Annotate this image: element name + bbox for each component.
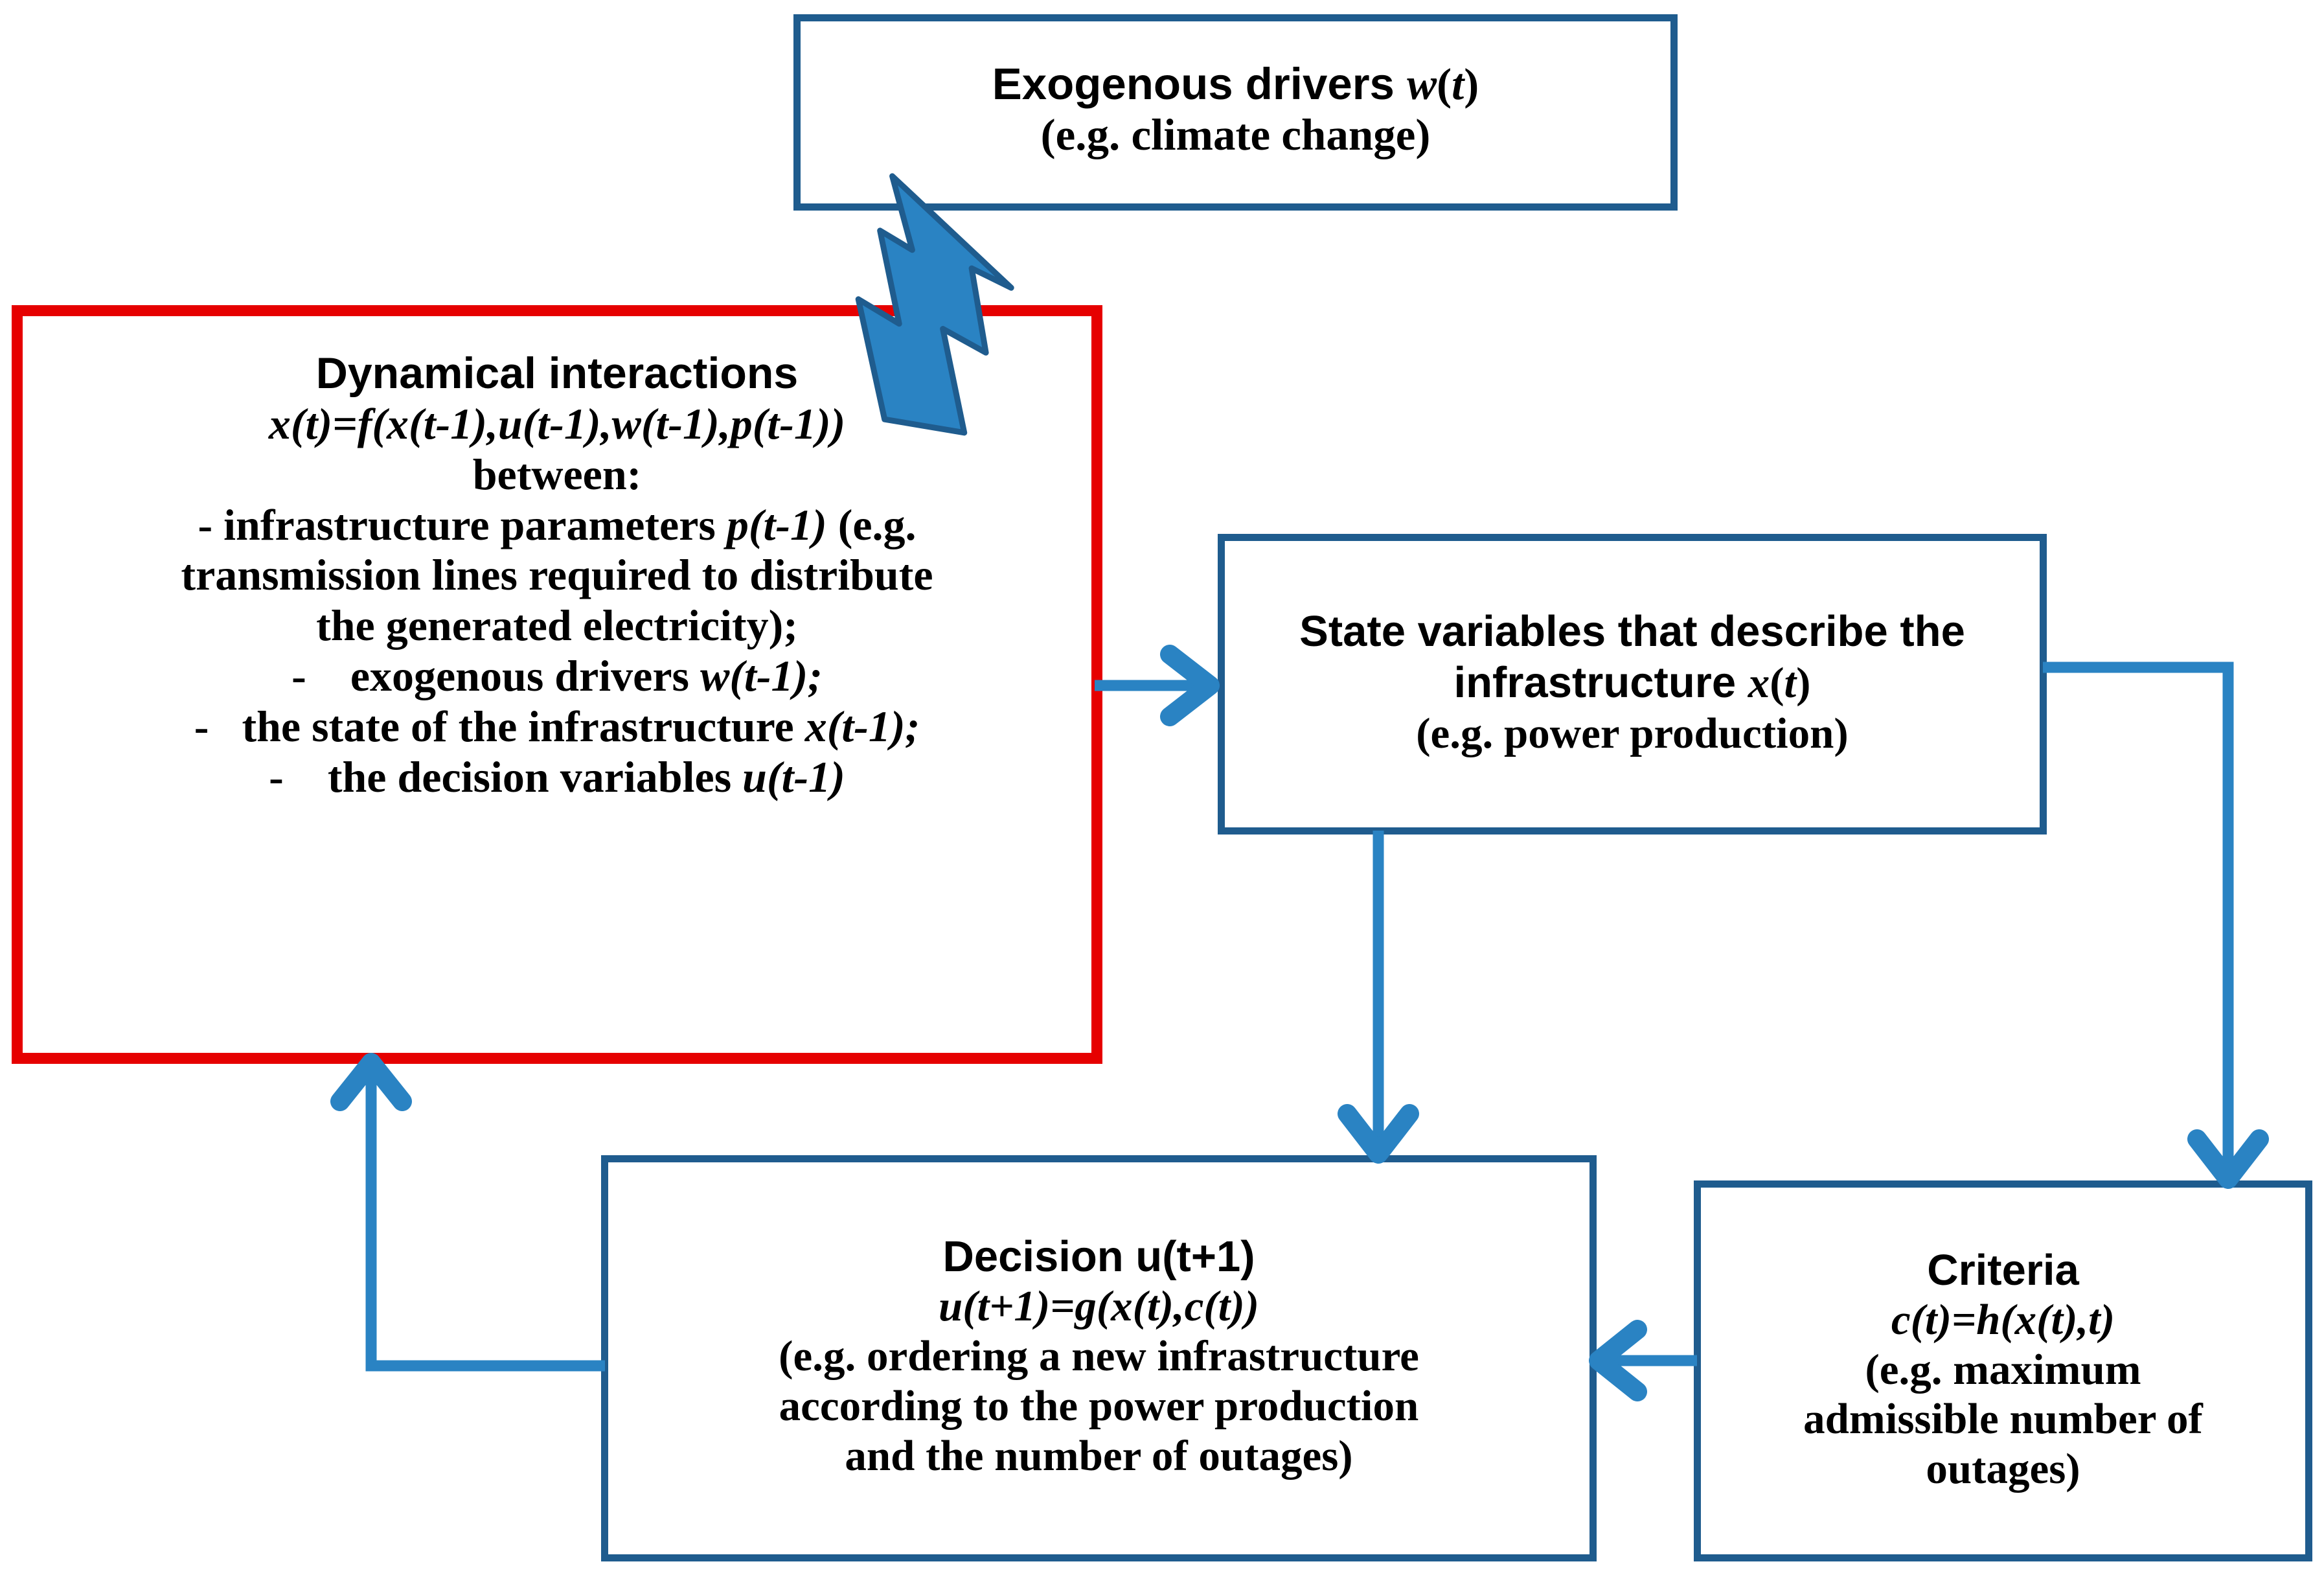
decision-line-3: (e.g. ordering a new infrastructure [779, 1331, 1419, 1380]
dynamical-bullet-3: the generated electricity); [316, 601, 798, 650]
arrow-right-icon [1095, 645, 1220, 726]
dynamical-formula: x(t)=f(x(t-1),u(t-1),w(t-1),p(t-1)) [268, 398, 846, 448]
arrow-elbow-down-icon [2043, 662, 2269, 1189]
decision-formula: u(t+1)=g(x(t),c(t)) [939, 1282, 1259, 1330]
decision-heading: Decision u(t+1) [942, 1232, 1255, 1281]
arrow-down-icon [1338, 831, 1419, 1164]
arrow-left-icon [1589, 1320, 1697, 1401]
dynamical-bullet-5: - the state of the infrastructure x(t-1)… [194, 702, 920, 752]
dynamical-bullet-1: - infrastructure parameters p(t-1) (e.g. [198, 500, 917, 549]
dynamical-between: between: [472, 449, 642, 499]
node-dynamical-interactions[interactable]: Dynamical interactions x(t)=f(x(t-1),u(t… [12, 305, 1102, 1064]
criteria-formula: c(t)=h(x(t),t) [1891, 1296, 2115, 1344]
state-line-1: State variables that describe the [1299, 607, 1965, 656]
dynamical-bullet-2: transmission lines required to distribut… [181, 550, 933, 600]
criteria-line-4: admissible number of [1803, 1395, 2203, 1444]
criteria-line-5: outages) [1926, 1444, 2080, 1493]
exogenous-line-2: (e.g. climate change) [1040, 110, 1431, 159]
state-line-2: infrastructure x(t) [1453, 658, 1811, 707]
node-state-variables[interactable]: State variables that describe the infras… [1218, 534, 2047, 835]
dynamical-heading: Dynamical interactions [315, 349, 799, 398]
node-exogenous-drivers[interactable]: Exogenous drivers w(t) (e.g. climate cha… [793, 14, 1678, 211]
decision-line-5: and the number of outages) [845, 1432, 1353, 1480]
dynamical-bullet-6: - the decision variables u(t-1) [269, 752, 845, 801]
criteria-heading: Criteria [1927, 1246, 2079, 1295]
node-decision[interactable]: Decision u(t+1) u(t+1)=g(x(t),c(t)) (e.g… [601, 1155, 1597, 1561]
criteria-line-3: (e.g. maximum [1865, 1345, 2141, 1394]
exogenous-line-1: Exogenous drivers w(t) [992, 59, 1479, 109]
arrow-elbow-up-icon [330, 1053, 605, 1372]
decision-line-4: according to the power production [779, 1382, 1419, 1431]
dynamical-bullet-4: - exogenous drivers w(t-1); [291, 651, 823, 701]
state-line-3: (e.g. power production) [1416, 709, 1849, 758]
node-criteria[interactable]: Criteria c(t)=h(x(t),t) (e.g. maximum ad… [1694, 1180, 2312, 1561]
